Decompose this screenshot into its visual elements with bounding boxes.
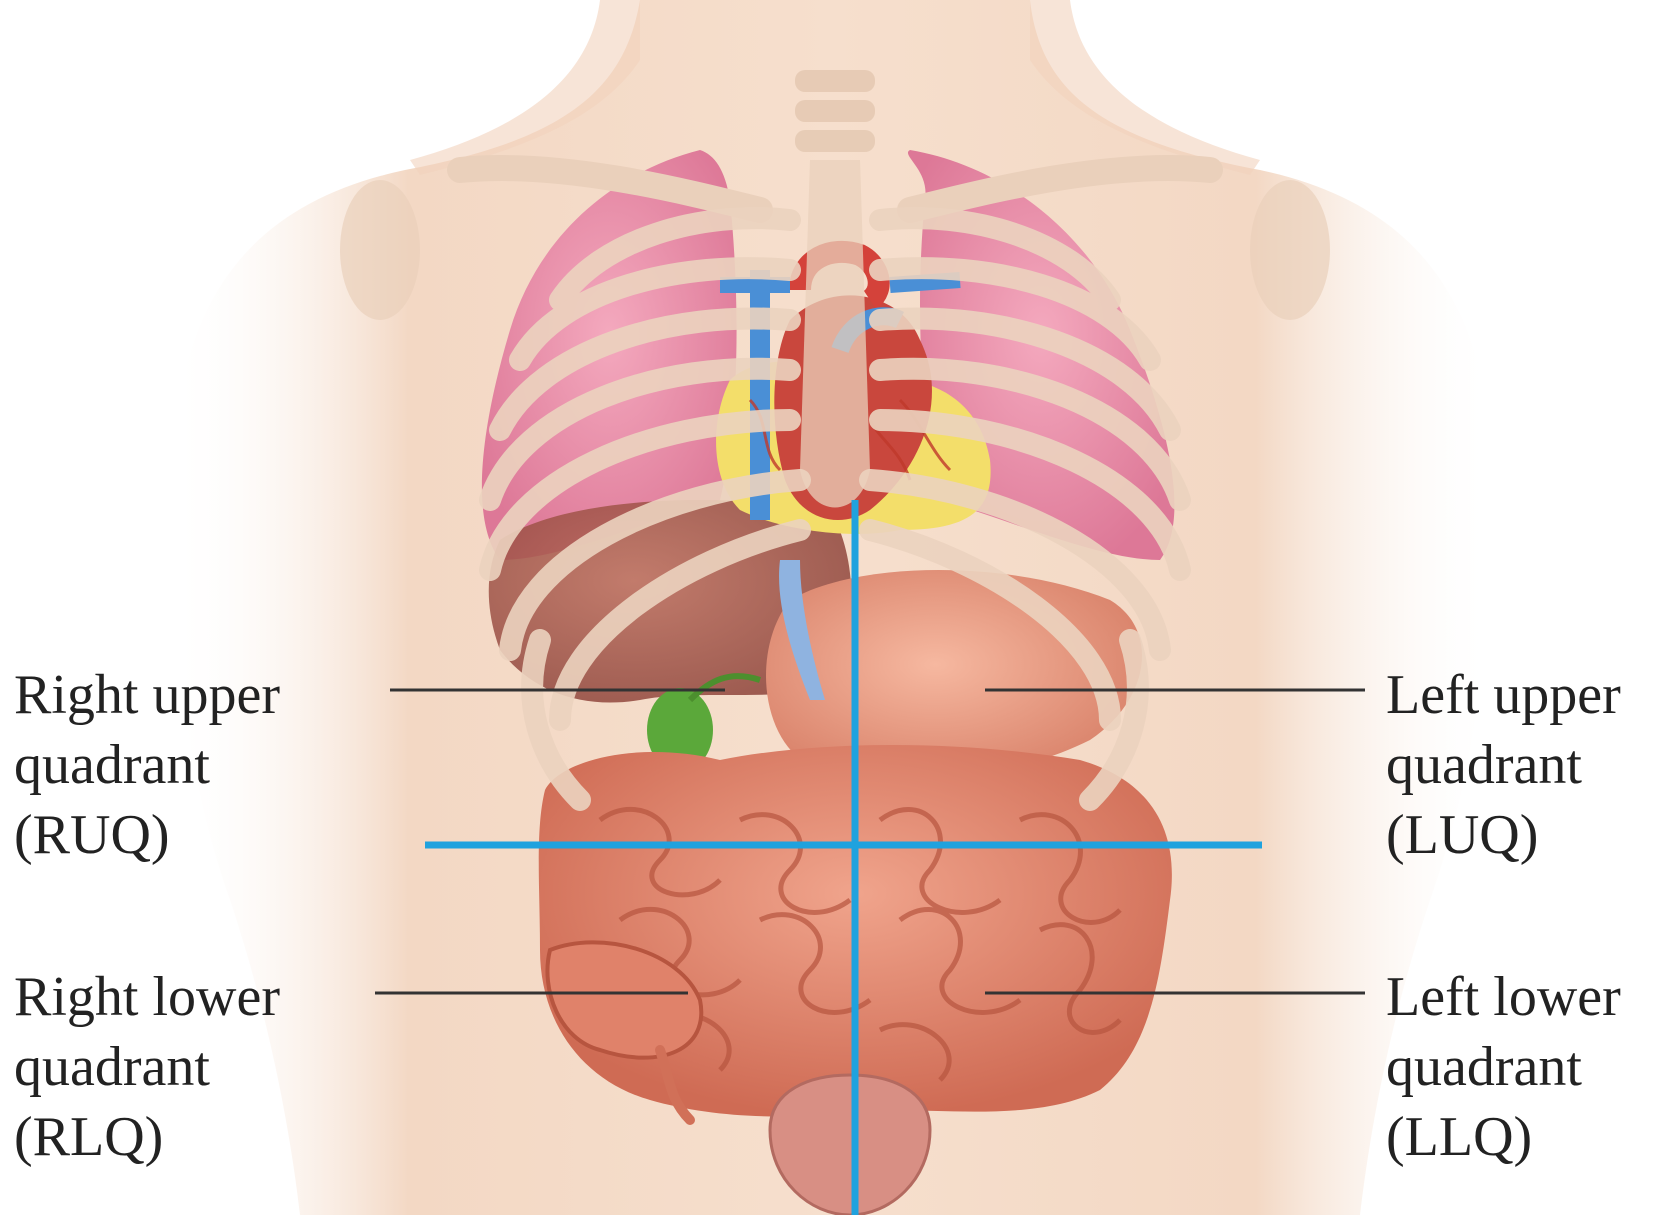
rlq-line2: quadrant <box>14 1032 280 1102</box>
label-right-upper-quadrant: Right upper quadrant (RUQ) <box>14 660 280 870</box>
cervical-spine <box>795 70 875 152</box>
label-left-upper-quadrant: Left upper quadrant (LUQ) <box>1386 660 1621 870</box>
llq-line2: quadrant <box>1386 1032 1621 1102</box>
ruq-line2: quadrant <box>14 730 280 800</box>
ruq-line3: (RUQ) <box>14 800 280 870</box>
luq-line1: Left upper <box>1386 660 1621 730</box>
llq-line1: Left lower <box>1386 962 1621 1032</box>
sternum <box>800 160 870 508</box>
rlq-line3: (RLQ) <box>14 1102 280 1172</box>
luq-line3: (LUQ) <box>1386 800 1621 870</box>
label-left-lower-quadrant: Left lower quadrant (LLQ) <box>1386 962 1621 1172</box>
llq-line3: (LLQ) <box>1386 1102 1621 1172</box>
label-right-lower-quadrant: Right lower quadrant (RLQ) <box>14 962 280 1172</box>
ruq-line1: Right upper <box>14 660 280 730</box>
luq-line2: quadrant <box>1386 730 1621 800</box>
rlq-line1: Right lower <box>14 962 280 1032</box>
